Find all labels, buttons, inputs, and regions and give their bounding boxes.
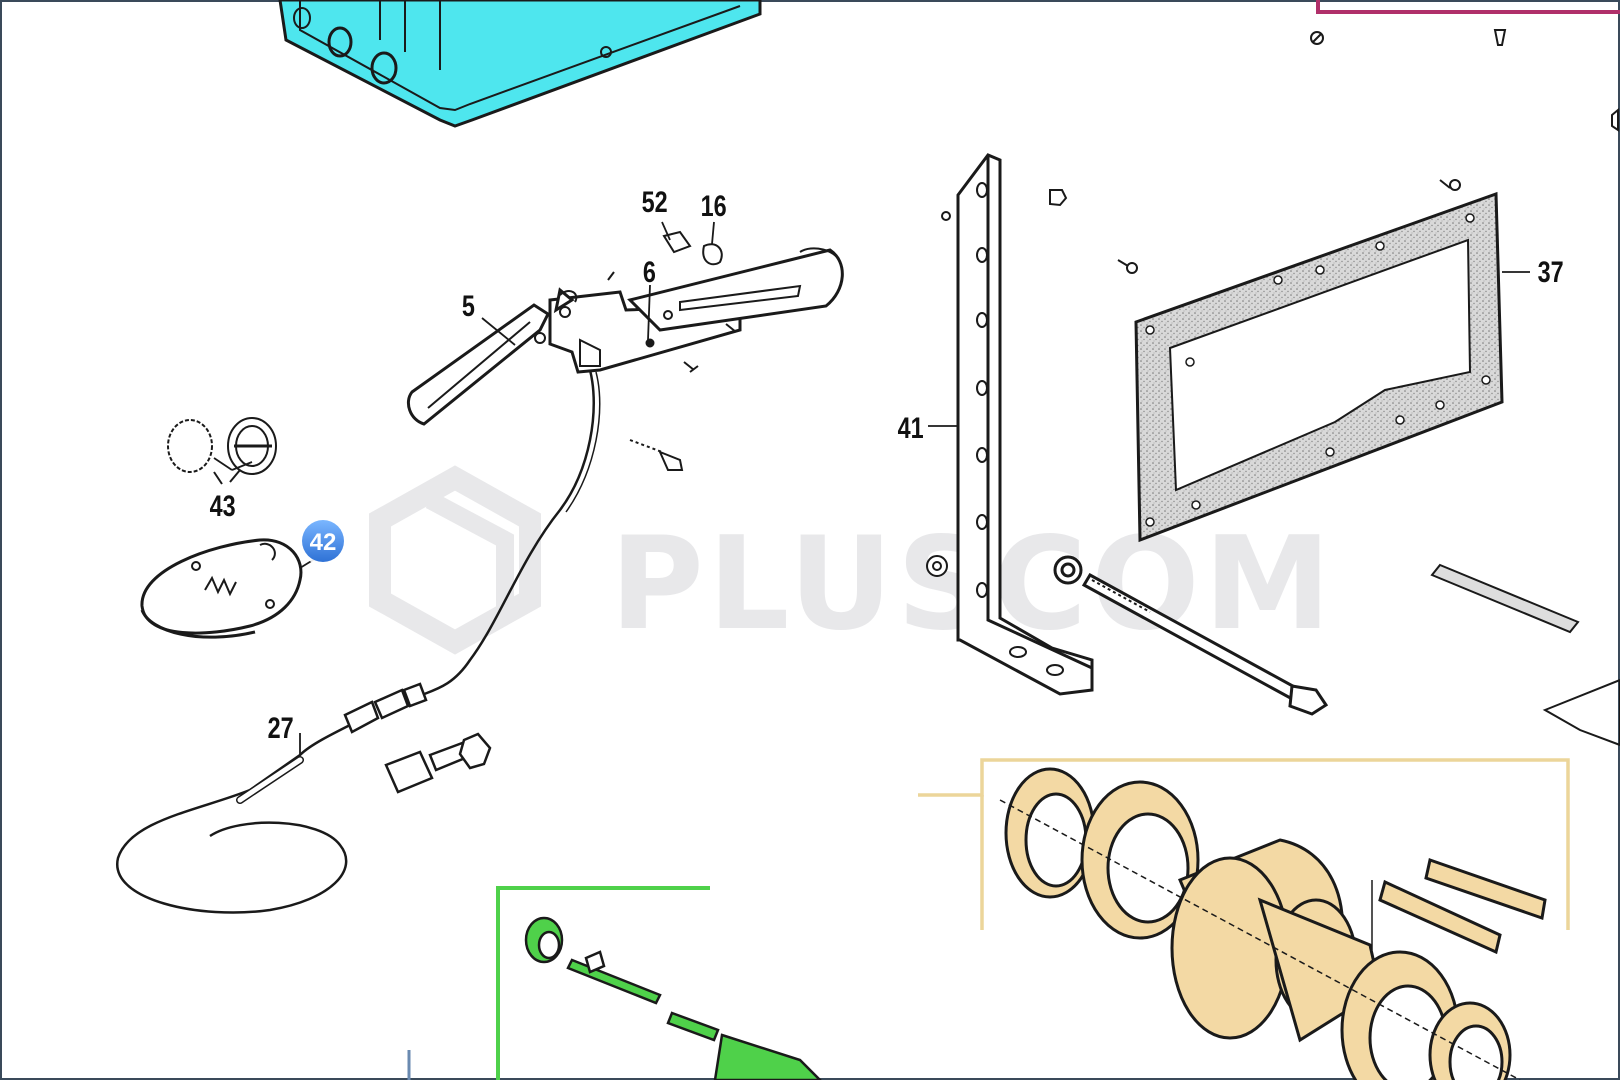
mounting-bracket xyxy=(956,153,1094,696)
callout-labels: 52 16 6 5 43 27 41 37 xyxy=(210,185,1564,744)
grommet-caps xyxy=(167,417,277,485)
gasket-screws xyxy=(1117,179,1461,274)
partial-plate xyxy=(1542,678,1620,747)
long-bolt xyxy=(1053,555,1329,716)
spacer-strip xyxy=(1430,563,1580,634)
callout-16: 16 xyxy=(701,189,727,222)
callout-43: 43 xyxy=(210,489,236,522)
hotspot-label: 42 xyxy=(310,529,337,556)
cable-fittings xyxy=(343,682,492,794)
top-right-frame xyxy=(1316,0,1620,14)
callout-6: 6 xyxy=(643,255,656,288)
housing-highlight xyxy=(278,0,762,128)
callout-41: 41 xyxy=(898,411,924,444)
callout-5: 5 xyxy=(462,289,475,322)
assembly-frame xyxy=(918,758,1570,930)
control-cable xyxy=(116,369,601,914)
small-fasteners-top xyxy=(1310,29,1619,132)
hotspot-42[interactable]: 42 xyxy=(299,517,347,565)
cover-plate xyxy=(140,538,303,639)
bearing-assembly-highlight xyxy=(999,767,1547,1080)
callout-27: 27 xyxy=(268,711,294,744)
hotspot-bubble[interactable] xyxy=(302,520,344,562)
callout-37: 37 xyxy=(1538,255,1564,288)
callout-52: 52 xyxy=(642,185,668,218)
shaft-frame xyxy=(496,886,710,1080)
shaft-assembly-highlight xyxy=(524,916,822,1080)
lever-fasteners xyxy=(607,230,723,471)
lever-assembly xyxy=(407,247,844,426)
gasket xyxy=(1134,191,1504,543)
bracket-fasteners xyxy=(926,189,1068,577)
